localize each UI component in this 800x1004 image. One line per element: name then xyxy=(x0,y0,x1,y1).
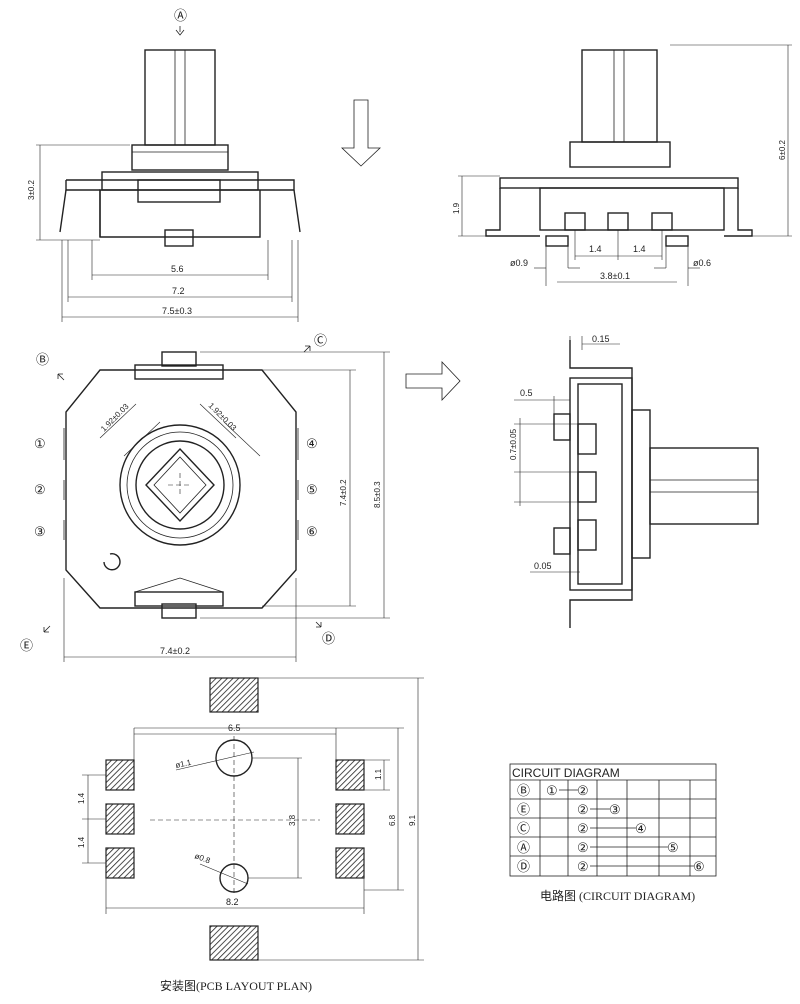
pcb-pad-5 xyxy=(335,803,365,835)
pin-1-label: ① xyxy=(34,436,46,451)
dim-hole2: ø0.8 xyxy=(193,851,212,865)
pcb-pad-3 xyxy=(105,847,135,879)
shaft xyxy=(144,49,216,146)
pin-3-label: ③ xyxy=(34,524,46,539)
dim-t2: 0.5 xyxy=(520,388,533,398)
view-arrow-right-icon xyxy=(405,360,461,402)
pcb-pad-1 xyxy=(105,759,135,791)
front-view: Ⓐ 3±0.2 5.6 7.2 7.5±0.3 xyxy=(27,8,301,322)
circuit-diagram-caption: 电路图 (CIRCUIT DIAGRAM) xyxy=(540,888,695,903)
collar xyxy=(131,144,229,171)
dim-d2: ø0.6 xyxy=(693,258,711,268)
cd-row5-label: Ⓓ xyxy=(517,859,530,874)
arrow-down-icon xyxy=(175,26,185,36)
pcb-layout-caption: 安装图(PCB LAYOUT PLAN) xyxy=(160,978,312,993)
cd-row4-label: Ⓐ xyxy=(517,840,530,855)
dim-w2: 7.2 xyxy=(172,286,185,296)
label-a: Ⓐ xyxy=(174,8,187,23)
dim-d1: ø0.9 xyxy=(510,258,528,268)
dim-pad-h: 1.1 xyxy=(374,768,383,780)
dim-h-outer: 8.5±0.3 xyxy=(373,481,382,508)
cd-row1-label: Ⓑ xyxy=(517,783,530,798)
cd-row1-from: ① xyxy=(546,783,558,798)
cd-row4-to: ⑤ xyxy=(667,840,679,855)
dim-spacing: 3.8 xyxy=(288,814,297,826)
view-arrow-down-icon xyxy=(340,99,382,167)
cd-row4-from: ② xyxy=(577,840,589,855)
dim-pitch2: 1.4 xyxy=(633,244,646,254)
label-b: Ⓑ xyxy=(36,352,49,367)
cd-row2-from: ② xyxy=(577,802,589,817)
pcb-layout: 6.5 ø1.1 1.1 1.4 1.4 3.8 ø0.8 6.8 9.1 8.… xyxy=(77,677,424,993)
label-c: Ⓒ xyxy=(314,333,327,348)
dim-h-inner: 7.4±0.2 xyxy=(339,479,348,506)
pcb-pad-2 xyxy=(105,803,135,835)
label-e: Ⓔ xyxy=(20,638,33,653)
dim-diag2: 1.92±0.03 xyxy=(207,401,239,433)
dim-pitch1: 1.4 xyxy=(589,244,602,254)
dim-pitch: 0.7±0.05 xyxy=(509,428,518,460)
pcb-pad-4 xyxy=(335,759,365,791)
dim-pitch2: 1.4 xyxy=(77,836,86,848)
cd-row3-to: ④ xyxy=(635,821,647,836)
dim-h-body: 1.9 xyxy=(452,202,461,214)
pcb-pad-bottom xyxy=(209,925,259,961)
dim-span: 3.8±0.1 xyxy=(600,271,630,281)
dim-w3: 7.5±0.3 xyxy=(162,306,192,316)
dim-w-outer: 8.2 xyxy=(226,897,239,907)
dim-hole1: ø1.1 xyxy=(175,758,193,770)
cd-row3-label: Ⓒ xyxy=(517,821,530,836)
top-view: Ⓑ Ⓒ Ⓔ Ⓓ ① ② ③ ④ ⑤ ⑥ 1.92±0.03 1.92±0.03 … xyxy=(20,333,390,662)
cd-row2-to: ③ xyxy=(609,802,621,817)
dim-diag1: 1.92±0.03 xyxy=(99,402,131,434)
dim-pitch1: 1.4 xyxy=(77,792,86,804)
label-d: Ⓓ xyxy=(322,631,335,646)
right-side-view: 0.15 0.5 0.7±0.05 0.05 xyxy=(509,334,759,628)
dim-w1: 5.6 xyxy=(171,264,184,274)
dim-h-total: 6±0.2 xyxy=(778,139,787,160)
circuit-diagram-title: CIRCUIT DIAGRAM xyxy=(512,766,620,780)
pin-6-label: ⑥ xyxy=(306,524,318,539)
pin-5-label: ⑤ xyxy=(306,482,318,497)
circuit-diagram: CIRCUIT DIAGRAM Ⓑ ① ② Ⓔ ② ③ Ⓒ ② ④ Ⓐ ② ⑤ … xyxy=(509,763,717,903)
pin-4-label: ④ xyxy=(306,436,318,451)
cd-row1-to: ② xyxy=(577,783,589,798)
pcb-pad-top xyxy=(209,677,259,713)
dim-height: 3±0.2 xyxy=(27,179,36,200)
side-view: 6±0.2 1.9 1.4 1.4 ø0.9 ø0.6 3.8±0.1 xyxy=(452,44,792,286)
pin-2-label: ② xyxy=(34,482,46,497)
dim-h-total: 9.1 xyxy=(408,814,417,826)
dim-h-outer: 6.8 xyxy=(388,814,397,826)
cd-row3-from: ② xyxy=(577,821,589,836)
dim-t3: 0.05 xyxy=(534,561,552,571)
cd-row5-to: ⑥ xyxy=(693,859,705,874)
cd-row2-label: Ⓔ xyxy=(517,802,530,817)
dim-t1: 0.15 xyxy=(592,334,610,344)
cd-row5-from: ② xyxy=(577,859,589,874)
dim-width: 7.4±0.2 xyxy=(160,646,190,656)
pcb-pad-6 xyxy=(335,847,365,879)
